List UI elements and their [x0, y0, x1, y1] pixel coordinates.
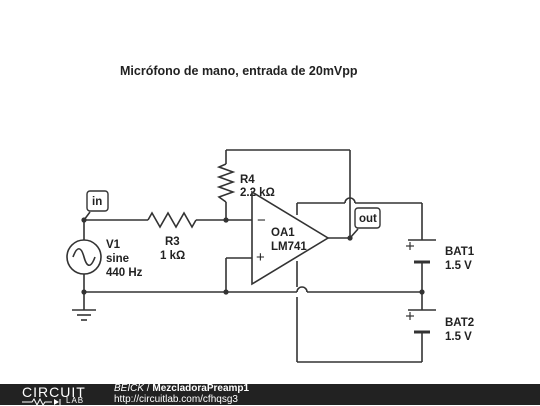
logo-lab-text: LAB	[66, 396, 85, 405]
opamp-oa1[interactable]	[251, 190, 330, 286]
footer-author[interactable]: BEICK	[114, 383, 145, 394]
footer-separator: /	[144, 383, 153, 394]
r4-resistor[interactable]	[216, 163, 236, 203]
logo-circuit-text: CIRCUIT	[22, 384, 86, 400]
logo-wave-icon	[22, 398, 61, 406]
node-flag-out[interactable]: out	[349, 207, 381, 239]
r4-value-label: 2.2 kΩ	[240, 187, 275, 199]
r3-resistor[interactable]	[147, 211, 197, 229]
v1-sine-source[interactable]	[66, 239, 102, 275]
junction-minus	[223, 217, 229, 223]
wires	[83, 149, 423, 363]
junctions	[81, 217, 425, 295]
bat2-battery[interactable]	[406, 309, 436, 334]
r4-name-label: R4	[240, 174, 255, 186]
bat1-battery[interactable]	[406, 239, 436, 264]
footer-url[interactable]: http://circuitlab.com/cfhqsg3	[114, 393, 238, 405]
footer-bar: CIRCUIT LAB BEICK / MezcladoraPreamp1 ht…	[0, 383, 540, 406]
opamp-name-label: OA1	[271, 227, 295, 239]
junction-plus-rail	[223, 289, 229, 295]
node-flag-in[interactable]: in	[83, 190, 109, 221]
bat2-name-label: BAT2	[445, 317, 474, 329]
opamp-minus-sign: −	[257, 212, 266, 229]
bat2-value-label: 1.5 V	[445, 331, 472, 343]
footer-title-line: BEICK / MezcladoraPreamp1	[114, 383, 250, 395]
opamp-model-label: LM741	[271, 241, 307, 253]
junction-battery-mid	[419, 289, 425, 295]
node-flag-in-label: in	[92, 196, 102, 208]
node-flag-out-label: out	[359, 213, 377, 225]
junction-ground	[81, 289, 87, 295]
r3-value-label: 1 kΩ	[160, 250, 185, 262]
footer-project-name[interactable]: MezcladoraPreamp1	[152, 383, 250, 394]
bat1-value-label: 1.5 V	[445, 260, 472, 272]
bat1-name-label: BAT1	[445, 246, 475, 258]
schematic: Micrófono de mano, entrada de 20mVpp	[66, 64, 475, 363]
v1-type-label: sine	[106, 253, 129, 265]
opamp-plus-sign: +	[256, 249, 265, 266]
v1-name-label: V1	[106, 239, 121, 251]
v1-frequency-label: 440 Hz	[106, 267, 143, 279]
footer-text: BEICK / MezcladoraPreamp1 http://circuit…	[114, 383, 250, 405]
r3-name-label: R3	[165, 236, 180, 248]
circuitlab-logo[interactable]: CIRCUIT LAB	[22, 384, 92, 406]
ground-symbol	[72, 309, 96, 321]
schematic-title: Micrófono de mano, entrada de 20mVpp	[120, 64, 358, 78]
